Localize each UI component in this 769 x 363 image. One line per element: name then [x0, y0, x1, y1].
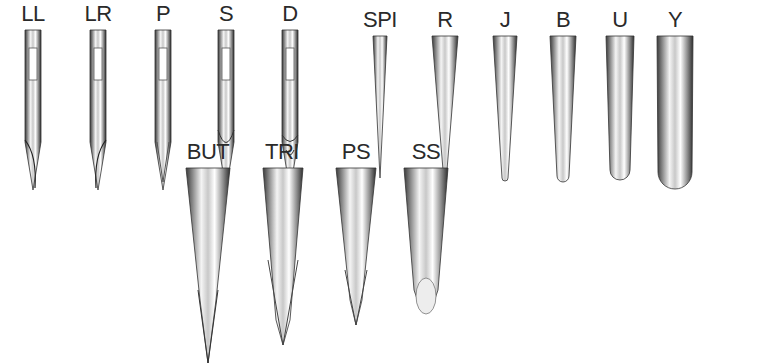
needle-label: S — [219, 2, 233, 26]
needle-label: PS — [342, 140, 370, 164]
needle-label: LL — [21, 2, 44, 26]
needle-label: P — [156, 2, 170, 26]
needle-tri — [263, 168, 303, 345]
needle-lr — [90, 30, 106, 190]
needle-j — [493, 36, 517, 181]
needle-label: J — [500, 8, 511, 32]
needle-s — [218, 30, 234, 190]
needle-b — [550, 36, 576, 182]
needle-label: Y — [668, 8, 682, 32]
needle-label: D — [282, 2, 297, 26]
needle-ll — [25, 30, 41, 190]
needle-label: LR — [84, 2, 111, 26]
needle-but — [186, 168, 230, 363]
needle-y — [657, 36, 693, 189]
needle-p — [155, 30, 171, 190]
needle-label: U — [612, 8, 627, 32]
needle-ss — [404, 168, 448, 314]
needle-ps — [336, 168, 376, 325]
needle-u — [606, 36, 634, 180]
needle-spi — [373, 36, 387, 178]
needle-label: TRI — [265, 140, 299, 164]
needle-d — [282, 30, 298, 190]
needle-label: BUT — [187, 140, 230, 164]
needle-label: SS — [412, 140, 440, 164]
needle-label: SPI — [363, 8, 397, 32]
needle-label: B — [556, 8, 570, 32]
needle-label: R — [437, 8, 452, 32]
